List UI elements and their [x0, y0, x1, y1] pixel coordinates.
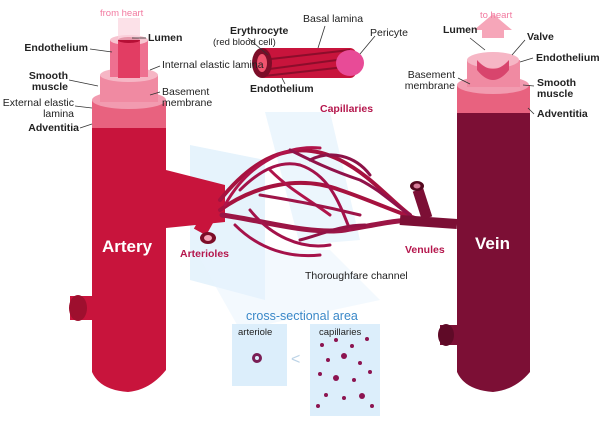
basal-lamina-label: Basal lamina — [303, 13, 364, 25]
artery-endothelium-label: Endothelium — [24, 42, 88, 54]
cross-section-title: cross-sectional area — [246, 309, 358, 323]
vein-muscle-top — [467, 52, 519, 68]
capillaries-label: Capillaries — [320, 103, 374, 115]
projection-beam-cap — [265, 112, 360, 245]
artery-adventitia-label: Adventitia — [28, 122, 79, 134]
vein-basement-membrane-label: Basement membrane — [404, 69, 455, 92]
artery-title: Artery — [102, 237, 153, 256]
artery-external-elastic-lamina-label: External elastic lamina — [2, 97, 74, 120]
artery-body — [70, 118, 225, 392]
vein-lumen-label: Lumen — [443, 24, 478, 36]
vein-side-branch — [438, 324, 454, 346]
capillary-network — [218, 146, 418, 258]
artery-lumen — [118, 40, 140, 78]
vein-valve — [477, 60, 509, 80]
venule-trunk — [399, 215, 458, 229]
vein-endothelium-label: Endothelium — [536, 52, 600, 64]
capillary-endothelium-label: Endothelium — [250, 83, 314, 95]
cross-section-arteriole-label: arteriole — [238, 327, 273, 338]
artery-basement-membrane-label: Basement membrane — [162, 86, 213, 109]
thoroughfare-channel-label: Thoroughfare channel — [305, 270, 408, 282]
cross-section-capillaries-label: capillaries — [319, 327, 362, 338]
capillary-section-dots — [316, 337, 374, 408]
vein-adventitia-label: Adventitia — [537, 108, 588, 120]
vein-flow-arrow — [474, 14, 512, 38]
erythrocyte-sub-label: (red blood cell) — [213, 37, 276, 48]
artery-smooth-muscle-label: Smooth muscle — [28, 70, 68, 93]
pericyte-label: Pericyte — [370, 27, 408, 39]
comparison-symbol: < — [291, 351, 301, 368]
artery-flow-label: from heart — [100, 8, 144, 19]
artery-side-branch — [69, 295, 87, 321]
arteriole-section-inner — [255, 356, 259, 360]
vein-valve-label: Valve — [527, 31, 554, 43]
erythrocyte-label: Erythrocyte — [230, 25, 289, 37]
venules-label: Venules — [405, 244, 445, 256]
arterioles-label: Arterioles — [180, 248, 230, 260]
vein-flow-label: to heart — [480, 10, 513, 21]
vein-smooth-muscle-label: Smooth muscle — [537, 77, 577, 100]
artery-lumen-label: Lumen — [148, 32, 183, 44]
vein-body — [440, 106, 530, 392]
arteriole-stub — [193, 201, 222, 236]
artery-internal-elastic-lamina-label: Internal elastic lamina — [162, 59, 264, 71]
venule-stub-lumen — [413, 183, 421, 189]
arteriole-stub-lumen — [204, 235, 212, 241]
artery-flow-glow — [118, 18, 140, 40]
leader-lines — [68, 25, 535, 129]
vein-title: Vein — [475, 234, 510, 253]
projection-beam-bottom — [195, 250, 380, 330]
venule-stub — [412, 188, 433, 220]
capillary-cylinder — [252, 48, 364, 78]
